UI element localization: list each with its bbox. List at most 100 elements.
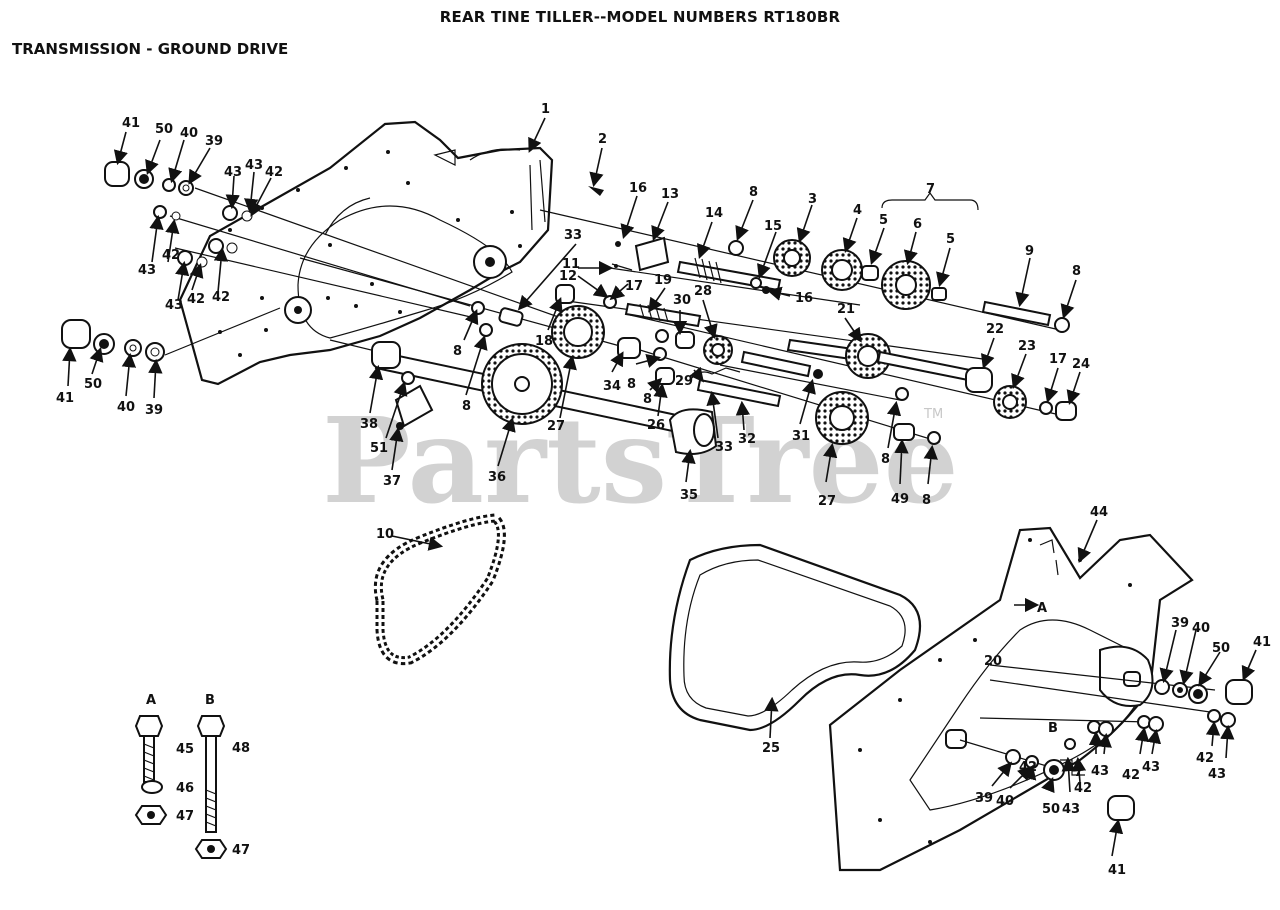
callout-47b: 47	[232, 843, 250, 858]
callout-23: 23	[1018, 339, 1036, 354]
callout-27a: 27	[547, 419, 565, 434]
callout-50b: 50	[84, 377, 102, 392]
callout-51: 51	[370, 441, 388, 456]
callout-16a: 16	[629, 181, 647, 196]
callout-39b: 39	[145, 403, 163, 418]
loose-hardware	[134, 715, 228, 859]
callout-43a: 43	[224, 165, 242, 180]
right-alignment-lines	[959, 664, 1216, 776]
callout-41b: 41	[56, 391, 74, 406]
callout-4: 4	[853, 203, 862, 218]
callout-13: 13	[661, 187, 679, 202]
callout-43f: 43	[1142, 760, 1160, 775]
callout-40a: 40	[180, 126, 198, 141]
callout-47a: 47	[176, 809, 194, 824]
callout-49: 49	[891, 492, 909, 507]
callout-18: 18	[535, 334, 553, 349]
letter-a-housing: A	[1037, 601, 1047, 616]
callout-41a: 41	[122, 116, 140, 131]
letter-b-housing: B	[1048, 721, 1058, 736]
right-bearing-stack	[1005, 679, 1253, 821]
callout-8a: 8	[749, 185, 758, 200]
callout-41d: 41	[1108, 863, 1126, 878]
callout-8d: 8	[462, 399, 471, 414]
callout-42g: 42	[1122, 768, 1140, 783]
letter-b-bolt: B	[205, 693, 215, 708]
right-housing-half	[828, 526, 1194, 872]
callout-40b: 40	[117, 400, 135, 415]
callout-11: 11	[562, 257, 580, 272]
callout-3: 3	[808, 192, 817, 207]
leader-lines	[62, 117, 1257, 857]
callout-50d: 50	[1042, 802, 1060, 817]
callout-31: 31	[792, 429, 810, 444]
callout-labels: 1 2 3 4 5 5 6 7 8 8 8 8 8 8 8 8 9 10 11 …	[56, 102, 1271, 878]
callout-1: 1	[541, 102, 550, 117]
callout-8b: 8	[1072, 264, 1081, 279]
callout-8h: 8	[922, 493, 931, 508]
callout-50c: 50	[1212, 641, 1230, 656]
callout-43e: 43	[1091, 764, 1109, 779]
left-bearing-stack-upper	[104, 161, 253, 268]
callout-42c: 42	[187, 292, 205, 307]
callout-33b: 33	[715, 440, 733, 455]
callout-32: 32	[738, 432, 756, 447]
callout-7: 7	[926, 182, 935, 197]
callout-43d: 43	[165, 298, 183, 313]
callout-17a: 17	[625, 279, 643, 294]
callout-41c: 41	[1253, 635, 1271, 650]
callout-43c: 43	[138, 263, 156, 278]
sheet-title: REAR TINE TILLER--MODEL NUMBERS RT180BR	[439, 8, 841, 26]
left-bearing-stack-lower	[61, 319, 165, 362]
callout-36: 36	[488, 470, 506, 485]
callout-30: 30	[673, 293, 691, 308]
callout-21: 21	[837, 302, 855, 317]
callout-16b: 16	[795, 291, 813, 306]
callout-6: 6	[913, 217, 922, 232]
callout-38: 38	[360, 417, 378, 432]
callout-33a: 33	[564, 228, 582, 243]
callout-12: 12	[559, 269, 577, 284]
housing-gasket	[668, 543, 922, 732]
callout-42d: 42	[212, 290, 230, 305]
callout-43b: 43	[245, 158, 263, 173]
callout-9: 9	[1025, 244, 1034, 259]
callout-37: 37	[383, 474, 401, 489]
callout-48: 48	[232, 741, 250, 756]
callout-40d: 40	[996, 794, 1014, 809]
callout-34: 34	[603, 379, 621, 394]
callout-7b: 7	[1074, 765, 1083, 780]
callout-8g: 8	[881, 452, 890, 467]
left-housing-half	[178, 120, 554, 386]
watermark-trademark: TM	[923, 407, 943, 422]
callout-42h: 42	[1196, 751, 1214, 766]
callout-42f: 42	[1074, 781, 1092, 796]
callout-42a: 42	[265, 165, 283, 180]
callout-8f: 8	[643, 392, 652, 407]
callout-43h: 43	[1062, 802, 1080, 817]
callout-22: 22	[986, 322, 1004, 337]
callout-27b: 27	[818, 494, 836, 509]
callout-24: 24	[1072, 357, 1090, 372]
section-title: TRANSMISSION - GROUND DRIVE	[12, 40, 289, 58]
callout-19: 19	[654, 273, 672, 288]
callout-15: 15	[764, 219, 782, 234]
callout-35: 35	[680, 488, 698, 503]
callout-28: 28	[694, 284, 712, 299]
callout-50a: 50	[155, 122, 173, 137]
callout-39a: 39	[205, 134, 223, 149]
callout-8e: 8	[627, 377, 636, 392]
callout-45: 45	[176, 742, 194, 757]
callout-17b: 17	[1049, 352, 1067, 367]
callout-39c: 39	[1171, 616, 1189, 631]
callout-5a: 5	[879, 213, 888, 228]
callout-20: 20	[984, 654, 1002, 669]
letter-a-bolt: A	[146, 693, 156, 708]
callout-25: 25	[762, 741, 780, 756]
callout-29: 29	[675, 374, 693, 389]
drive-components	[371, 186, 1077, 455]
callout-8c: 8	[453, 344, 462, 359]
callout-14: 14	[705, 206, 723, 221]
callout-44: 44	[1090, 505, 1108, 520]
